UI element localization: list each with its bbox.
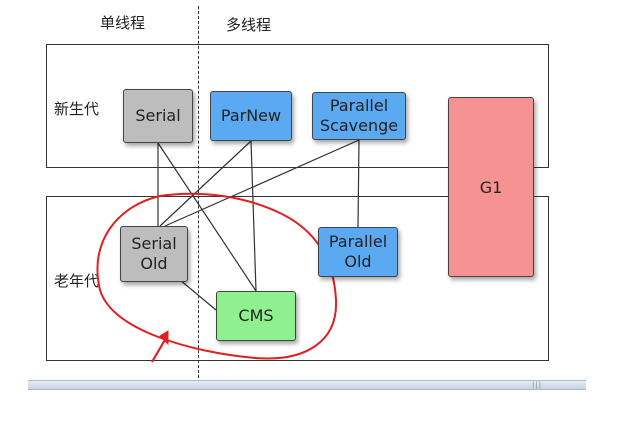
horizontal-scrollbar[interactable] <box>28 380 586 390</box>
parallel-scavenge-label-2: Scavenge <box>319 116 399 135</box>
old-generation-label: 老年代 <box>54 272 100 290</box>
g1-collector-label: G1 <box>479 178 503 197</box>
serial-old-label-2: Old <box>140 254 168 273</box>
cms-collector-label: CMS <box>238 306 274 325</box>
g1-collector: G1 <box>448 97 534 277</box>
single-thread-label: 单线程 <box>100 14 146 32</box>
parallel-scavenge-label-1: Parallel <box>329 96 389 115</box>
multi-thread-label: 多线程 <box>226 16 272 34</box>
serial-collector: Serial <box>123 89 193 143</box>
young-generation-label: 新生代 <box>54 100 100 118</box>
parnew-collector-label: ParNew <box>220 106 282 125</box>
parallel-old-collector: Parallel Old <box>318 227 398 277</box>
parallel-scavenge-collector: Parallel Scavenge <box>312 92 406 140</box>
scrollbar-grip-icon: ||| <box>532 381 543 389</box>
serial-old-collector: Serial Old <box>120 226 188 282</box>
thread-divider <box>198 6 199 378</box>
serial-collector-label: Serial <box>135 106 181 125</box>
cms-collector: CMS <box>216 291 296 341</box>
parallel-old-label-2: Old <box>344 252 372 271</box>
parnew-collector: ParNew <box>210 91 292 141</box>
serial-old-label-1: Serial <box>131 234 177 253</box>
parallel-old-label-1: Parallel <box>328 232 388 251</box>
